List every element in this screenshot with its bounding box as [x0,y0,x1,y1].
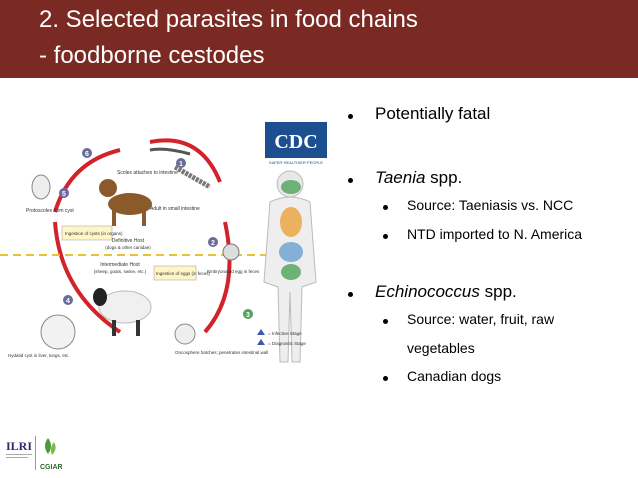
svg-text:Hydatid cyst in liver, lungs,: Hydatid cyst in liver, lungs, etc. [8,353,70,358]
svg-text:Intermediate Host: Intermediate Host [100,262,140,268]
svg-text:3: 3 [246,312,250,319]
echinococcus-spp: spp. [479,282,517,301]
slide-title-line-1: 2. Selected parasites in food chains [39,6,418,33]
svg-text:5: 5 [62,191,66,198]
step-4-badge [63,295,73,305]
svg-text:Adult in small intestine: Adult in small intestine [150,206,200,212]
step-5-badge [59,188,69,198]
echinococcus-life-cycle-figure: CDC SAFER·HEALTHIER·PEOPLE 6 1 5 2 4 3 S… [0,122,327,363]
svg-text:SAFER·HEALTHIER·PEOPLE: SAFER·HEALTHIER·PEOPLE [269,160,323,165]
ingestion-cysts-box [61,225,113,241]
ilri-logo: ILRI [6,439,32,453]
svg-text:= Infective Stage: = Infective Stage [268,331,302,336]
svg-text:(dogs & other canidae): (dogs & other canidae) [105,245,151,250]
cycle-arrows [53,138,232,334]
bullet-echinococcus-source: Source: water, fruit, raw [407,311,555,327]
step-1-badge [176,158,186,168]
bullet-dot [348,292,353,297]
svg-text:Ingestion of eggs (in feces): Ingestion of eggs (in feces) [156,271,211,276]
svg-text:= Diagnostic Stage: = Diagnostic Stage [268,341,306,346]
svg-text:(sheep, goats, swine, etc.): (sheep, goats, swine, etc.) [94,269,147,274]
svg-text:CDC: CDC [274,131,317,153]
bullet-taenia-source: Source: Taeniasis vs. NCC [407,197,574,213]
bullet-taenia: Taenia spp. [375,168,462,188]
svg-text:1: 1 [179,161,183,168]
svg-text:2: 2 [211,240,215,247]
oncosphere-figure [174,323,196,345]
bullet-canadian-dogs: Canadian dogs [407,368,502,384]
bullet-echinococcus: Echinococcus spp. [375,282,517,302]
sub-bullet-dot [383,234,388,239]
embryonated-egg-figure [222,243,240,261]
sub-bullet-dot [383,205,388,210]
svg-text:Protoscolex from cyst: Protoscolex from cyst [26,208,74,214]
cgiar-logo: CGIAR [40,464,63,471]
step-3-badge [243,309,253,319]
protoscolex-figure [31,174,51,200]
echinococcus-genus: Echinococcus [375,282,480,301]
svg-text:6: 6 [85,151,89,158]
taenia-genus: Taenia [375,168,426,187]
bullet-echinococcus-source-cont: vegetables [407,340,475,356]
cdc-logo: CDC SAFER·HEALTHIER·PEOPLE [265,122,327,165]
bullet-potentially-fatal: Potentially fatal [375,104,491,123]
bullet-ntd-imported: NTD imported to N. America [407,226,583,242]
adult-worm-figure [149,147,212,190]
svg-text:Oncosphere hatches; penetrates: Oncosphere hatches; penetrates intestina… [175,350,268,355]
bullet-dot [348,178,353,183]
ilri-cgiar-logos: ILRI CGIAR [6,436,63,471]
slide-title-line-2: - foodborne cestodes [39,42,265,69]
sub-bullet-dot [383,376,388,381]
svg-text:Scolex attaches to intestine: Scolex attaches to intestine [117,170,178,176]
cgiar-leaf-icon [45,438,56,455]
sub-bullet-dot [383,319,388,324]
dog-figure [99,179,152,226]
svg-text:Embryonated egg in feces: Embryonated egg in feces [207,269,260,274]
step-6-badge [82,148,92,158]
bullet-dot [348,114,353,119]
hydatid-cyst-figure [40,314,76,350]
svg-text:Definitive Host: Definitive Host [112,238,145,244]
human-body-figure [263,170,317,363]
taenia-spp: spp. [425,168,463,187]
step-2-badge [208,237,218,247]
svg-text:Ingestion of cysts (in organs): Ingestion of cysts (in organs) [65,231,123,236]
title-bar: 2. Selected parasites in food chains - f… [0,0,638,78]
ingestion-eggs-box [153,265,197,281]
svg-text:4: 4 [66,298,70,305]
sheep-figure [93,288,152,336]
stage-legend: = Infective Stage = Diagnostic Stage [257,329,306,346]
